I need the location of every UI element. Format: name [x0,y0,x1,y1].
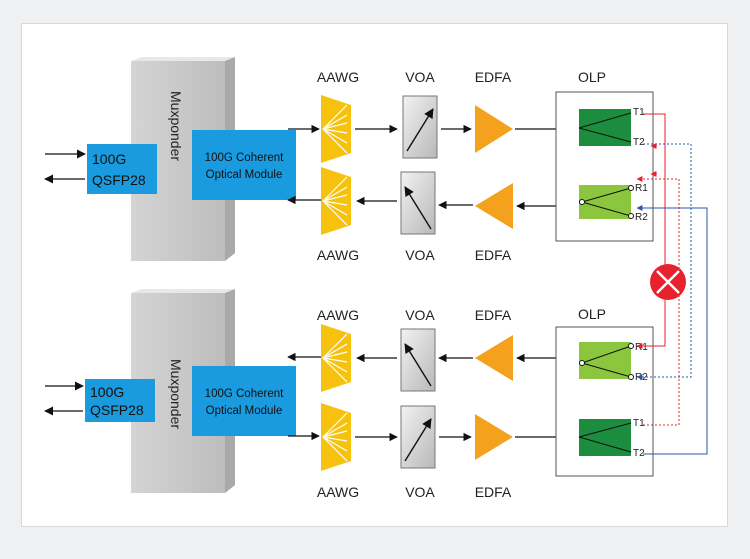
edfa-top-upper [475,105,513,153]
aawg-bottom-upper [321,324,351,392]
fiber-links [636,113,708,455]
qsfp-line1: 100G [92,151,126,167]
voa-label-top-bottom: VOA [405,247,435,263]
voa-label-bottom-top: VOA [405,307,435,323]
diagram-canvas: Muxponder 100G QSFP28 100G Coherent Opti… [21,23,728,527]
t1-label-bottom: T1 [633,418,645,429]
voa-label-top: VOA [405,69,435,85]
coherent-module-bottom: 100G Coherent Optical Module [192,366,296,436]
olp-label-bottom: OLP [578,306,606,322]
olp-top: T1 T2 R1 R2 [555,91,654,242]
coherent-line1: 100G Coherent [205,388,284,400]
qsfp-line1: 100G [90,384,124,400]
diagram-svg: Muxponder 100G QSFP28 100G Coherent Opti… [44,57,708,500]
muxponder-label: Muxponder [168,359,184,429]
edfa-label-top-bottom: EDFA [475,247,512,263]
voa-top-upper [402,95,438,159]
qsfp-module-top: 100G QSFP28 [87,144,157,194]
coherent-line1: 100G Coherent [205,152,284,164]
aawg-bottom-lower [321,403,351,471]
qsfp-line2: QSFP28 [92,172,146,188]
qsfp-line2: QSFP28 [90,402,144,418]
r1-label-top: R1 [635,183,648,194]
edfa-label-bottom-bottom: EDFA [475,484,512,500]
top-system: Muxponder 100G QSFP28 100G Coherent Opti… [44,57,654,263]
r2-label-top: R2 [635,212,648,223]
voa-label-bottom-bottom: VOA [405,484,435,500]
edfa-label-top: EDFA [475,69,512,85]
t1-label-top: T1 [633,107,645,118]
aawg-label-bottom-bottom: AAWG [317,484,359,500]
coherent-module-top: 100G Coherent Optical Module [192,130,296,200]
t2-label-top: T2 [633,137,645,148]
qsfp-module-bottom: 100G QSFP28 [85,379,155,422]
bottom-system: Muxponder 100G QSFP28 100G Coherent Opti… [44,289,654,500]
voa-bottom-lower [400,405,436,469]
t2-label-bottom: T2 [633,448,645,459]
voa-top-lower [400,171,436,235]
edfa-bottom-lower [475,414,513,460]
coherent-line2: Optical Module [206,169,283,181]
edfa-bottom-upper [475,335,513,381]
aawg-label-top: AAWG [317,69,359,85]
edfa-top-lower [475,183,513,229]
voa-bottom-upper [400,328,436,392]
aawg-top-upper [321,95,351,163]
edfa-label-bottom-top: EDFA [475,307,512,323]
coherent-line2: Optical Module [206,405,283,417]
r1-label-bottom: R1 [635,342,648,353]
aawg-label-top-bottom: AAWG [317,247,359,263]
aawg-top-lower [321,167,351,235]
fault-icon [650,264,686,300]
muxponder-label: Muxponder [168,91,184,161]
olp-bottom: R1 R2 T1 T2 [555,326,654,477]
olp-label-top: OLP [578,69,606,85]
aawg-label-bottom-top: AAWG [317,307,359,323]
